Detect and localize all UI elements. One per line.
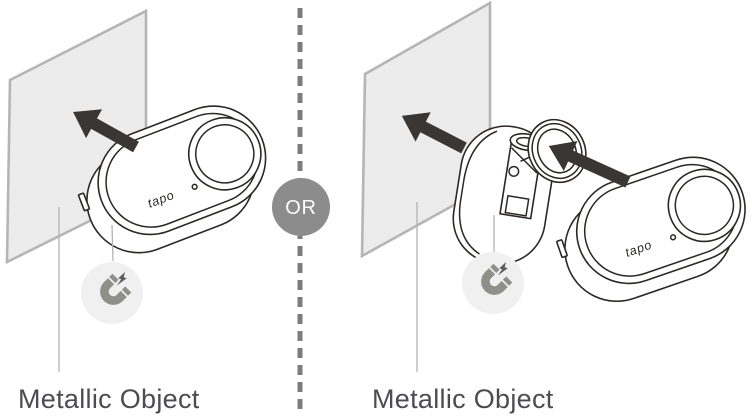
- ring-rim: [531, 122, 583, 180]
- bracket-screw: [508, 165, 520, 177]
- right-option: tapo Metallic Object: [360, 0, 752, 414]
- metallic-object-label: Metallic Object: [372, 384, 554, 414]
- attach-arrow-icon: [73, 109, 139, 153]
- left-option: tapo Metallic Object: [5, 8, 287, 414]
- attach-arrow-icon: [401, 112, 467, 154]
- metallic-object-label: Metallic Object: [18, 384, 200, 414]
- attach-arrow-icon: [548, 140, 631, 188]
- bracket-slot: [504, 194, 530, 217]
- magnet-icon: [462, 252, 524, 314]
- magnetic-base-rim-line: [458, 130, 498, 255]
- or-badge: [272, 178, 330, 236]
- magnet-icon: [81, 262, 143, 324]
- or-badge-label: OR: [285, 197, 317, 219]
- divider: OR: [272, 8, 330, 416]
- magnet-leader-line: [111, 224, 114, 262]
